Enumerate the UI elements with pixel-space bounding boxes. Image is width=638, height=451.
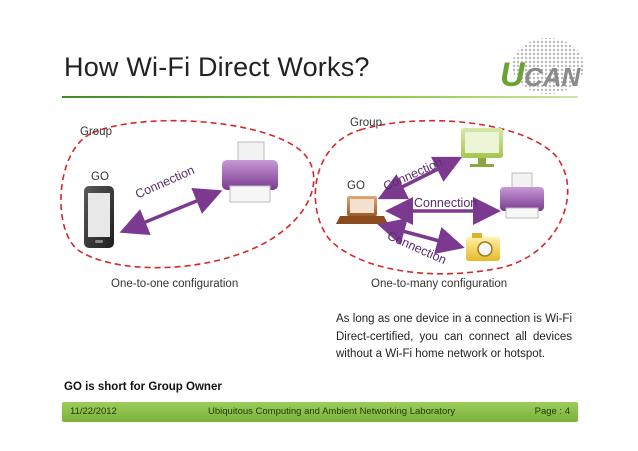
left-go-label: GO [91, 171, 109, 183]
right-caption: One-to-many configuration [371, 278, 508, 290]
left-group-outline [60, 119, 315, 269]
footer-bar: 11/22/2012 Ubiquitous Computing and Ambi… [62, 402, 578, 422]
right-connection-label-printer: Connection [414, 196, 478, 210]
svg-text:U: U [500, 56, 526, 94]
ucan-logo-graphic: U CAN [500, 38, 584, 94]
title-underline [62, 96, 578, 98]
ucan-logo: U CAN [496, 36, 586, 98]
footnote: GO is short for Group Owner [64, 381, 222, 393]
smartphone-icon [84, 186, 114, 248]
monitor-icon [461, 128, 503, 167]
right-group-label: Group [350, 117, 382, 129]
left-connection-arrow [119, 188, 223, 235]
slide-title: How Wi-Fi Direct Works? [64, 52, 370, 82]
right-go-label: GO [347, 180, 365, 192]
camera-icon [466, 233, 500, 261]
svg-text:CAN: CAN [524, 62, 582, 92]
right-group-outline [314, 119, 569, 275]
left-caption: One-to-one configuration [111, 278, 239, 290]
printer-icon-right [500, 172, 544, 219]
right-connection-arrow-camera [377, 217, 465, 255]
right-connection-arrow-monitor [377, 156, 463, 200]
left-group-label: Group [80, 126, 112, 138]
footer-page-number: Page : 4 [534, 406, 570, 417]
laptop-icon [336, 196, 388, 224]
footer-lab-name: Ubiquitous Computing and Ambient Network… [208, 406, 456, 417]
description-paragraph: As long as one device in a connection is… [336, 313, 572, 360]
printer-icon [222, 141, 278, 203]
footer-date: 11/22/2012 [70, 406, 117, 417]
